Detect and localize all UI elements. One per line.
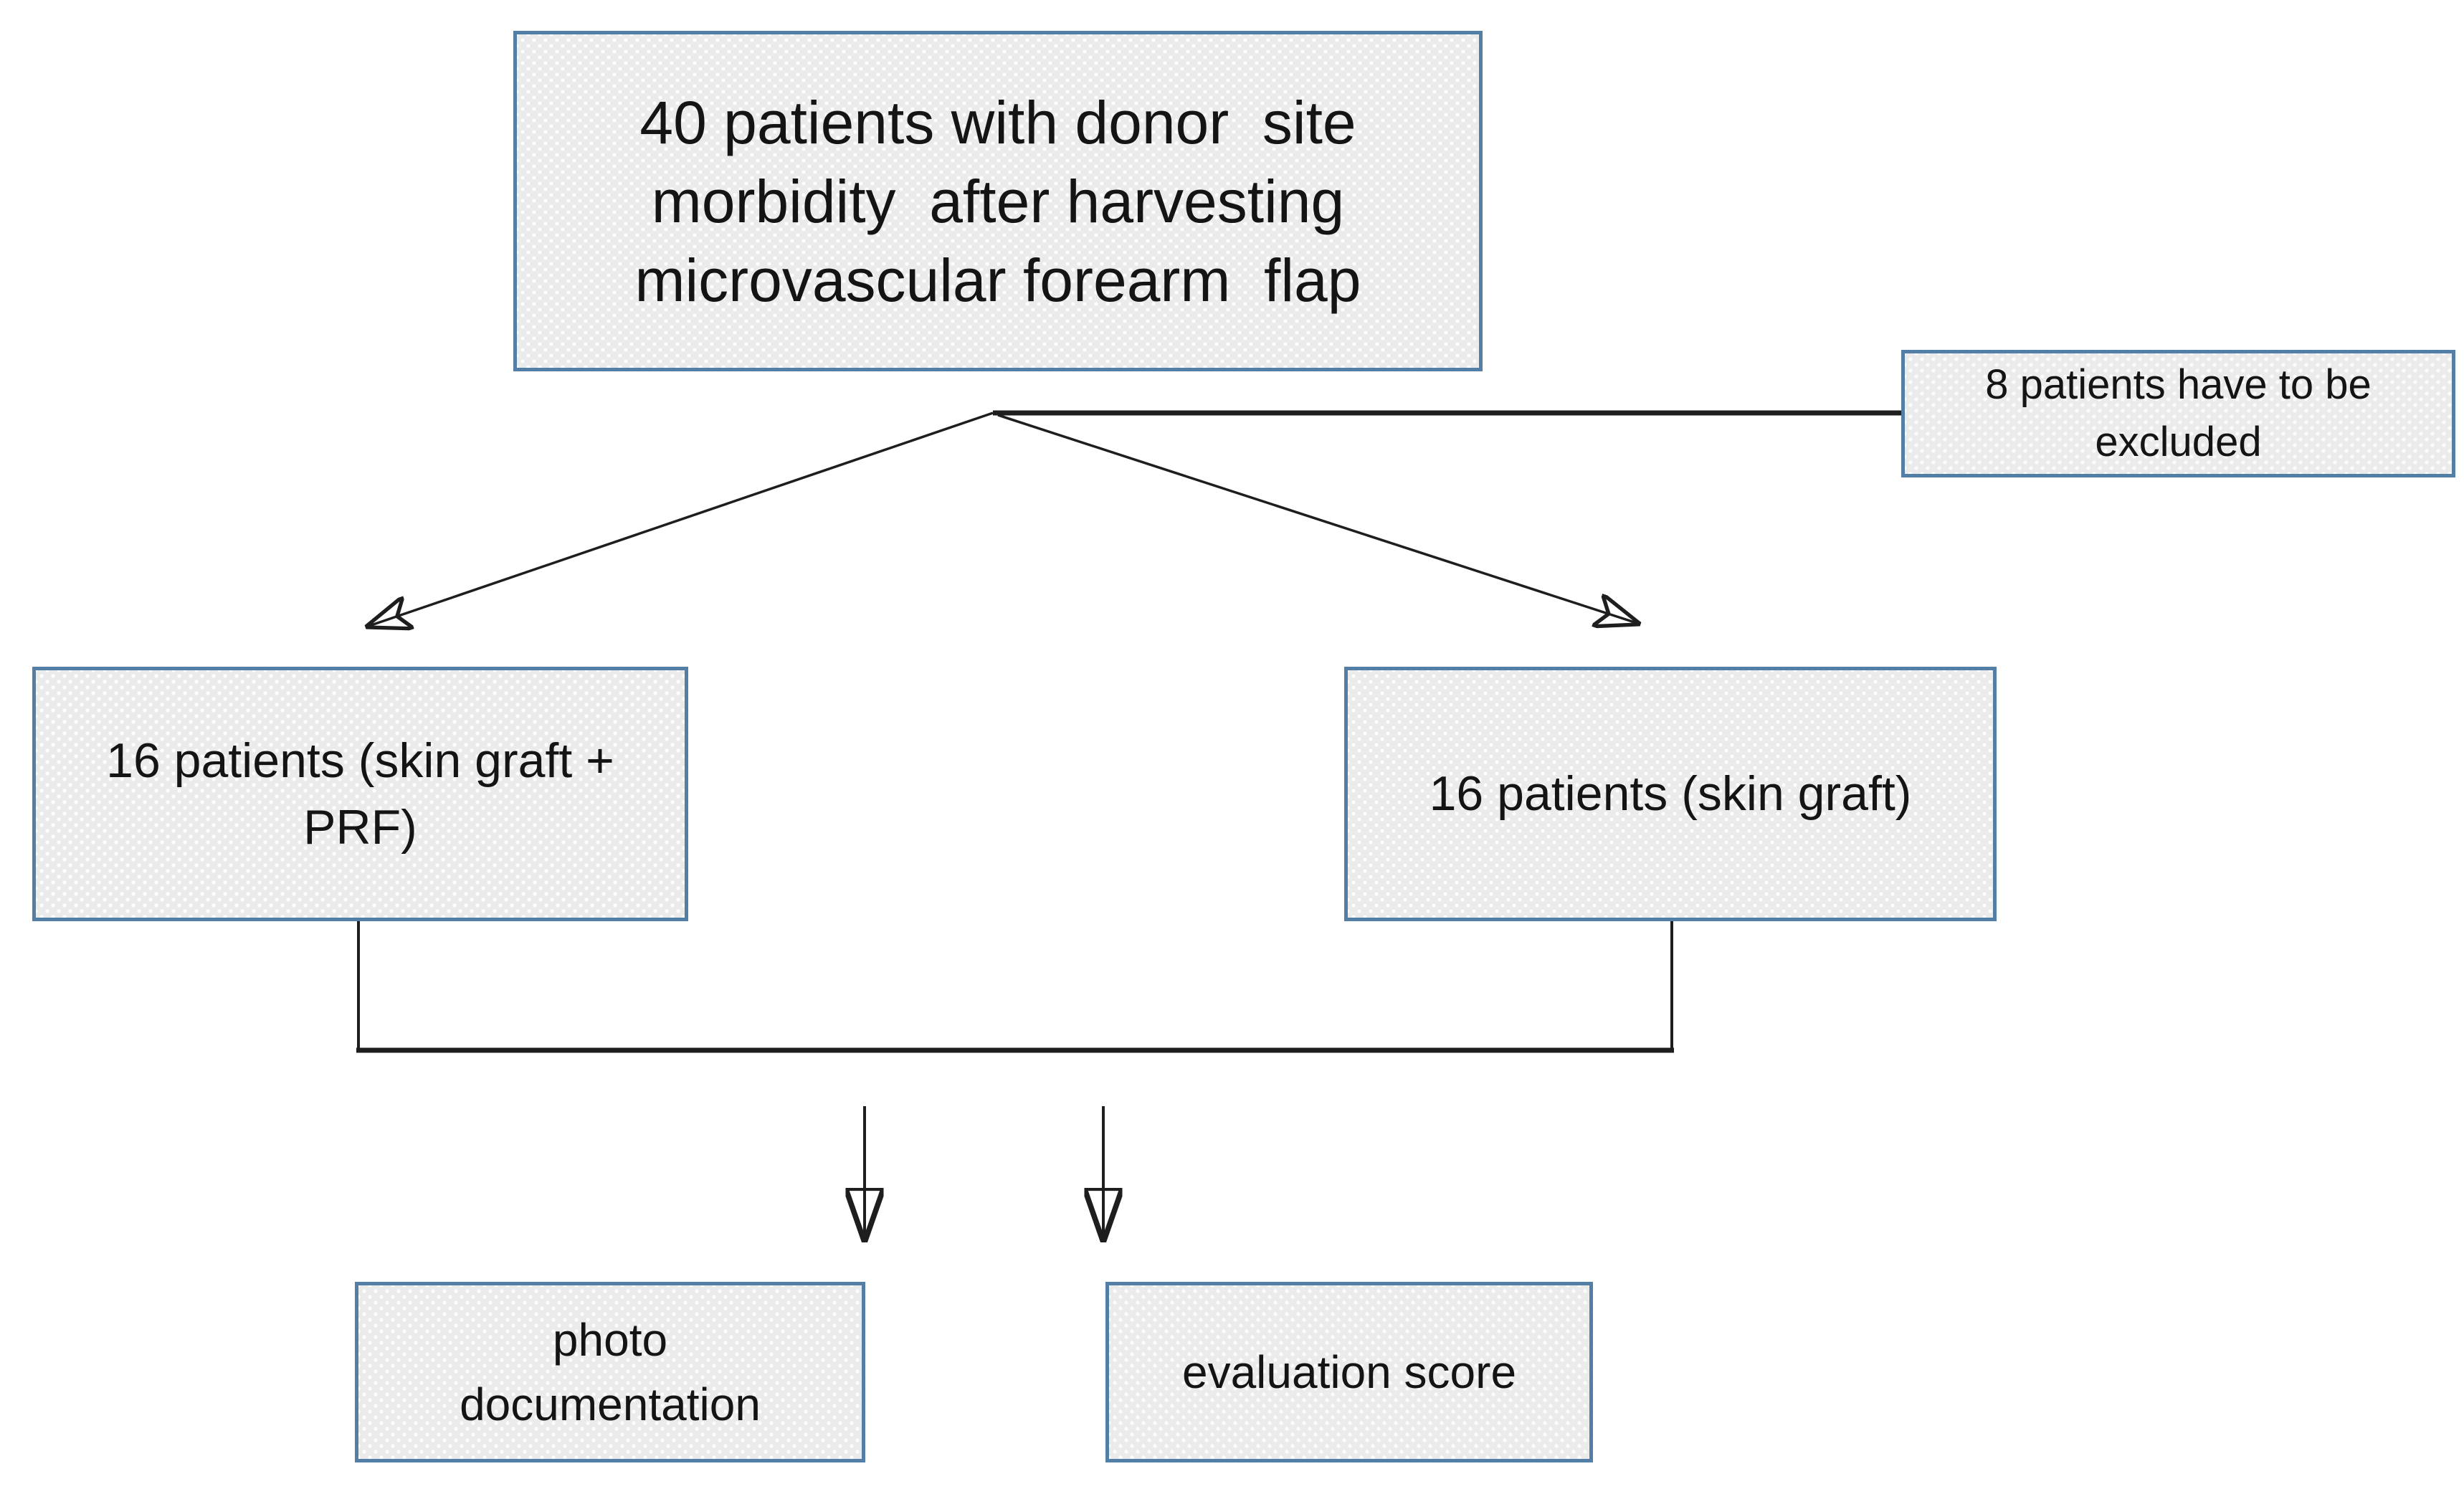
node-evaluation-score: evaluation score <box>1105 1282 1593 1462</box>
node-label-line: PRF) <box>303 799 417 855</box>
node-total-patients: 40 patients with donor site morbidity af… <box>513 31 1483 371</box>
node-label-line: photo <box>552 1314 668 1366</box>
node-label-line: morbidity after harvesting <box>651 167 1345 235</box>
node-label-line: 40 patients with donor site <box>639 88 1356 156</box>
node-label-line: excluded <box>2095 419 2262 465</box>
node-photo-documentation: photo documentation <box>355 1282 865 1462</box>
node-skin-graft-prf-group: 16 patients (skin graft + PRF) <box>32 667 688 921</box>
node-excluded-patients: 8 patients have to be excluded <box>1901 350 2455 477</box>
arrow-total-to-skin-graft-group <box>997 414 1639 624</box>
node-skin-graft-group: 16 patients (skin graft) <box>1344 667 1997 921</box>
node-label-line: microvascular forearm flap <box>634 246 1361 314</box>
node-label-line: documentation <box>460 1379 761 1430</box>
arrow-total-to-skin-graft-prf-group <box>367 412 994 627</box>
node-label-line: 8 patients have to be <box>1985 361 2372 408</box>
node-label-line: 16 patients (skin graft + <box>106 733 614 788</box>
node-label-line: evaluation score <box>1181 1346 1517 1398</box>
node-label-line: 16 patients (skin graft) <box>1429 766 1912 821</box>
